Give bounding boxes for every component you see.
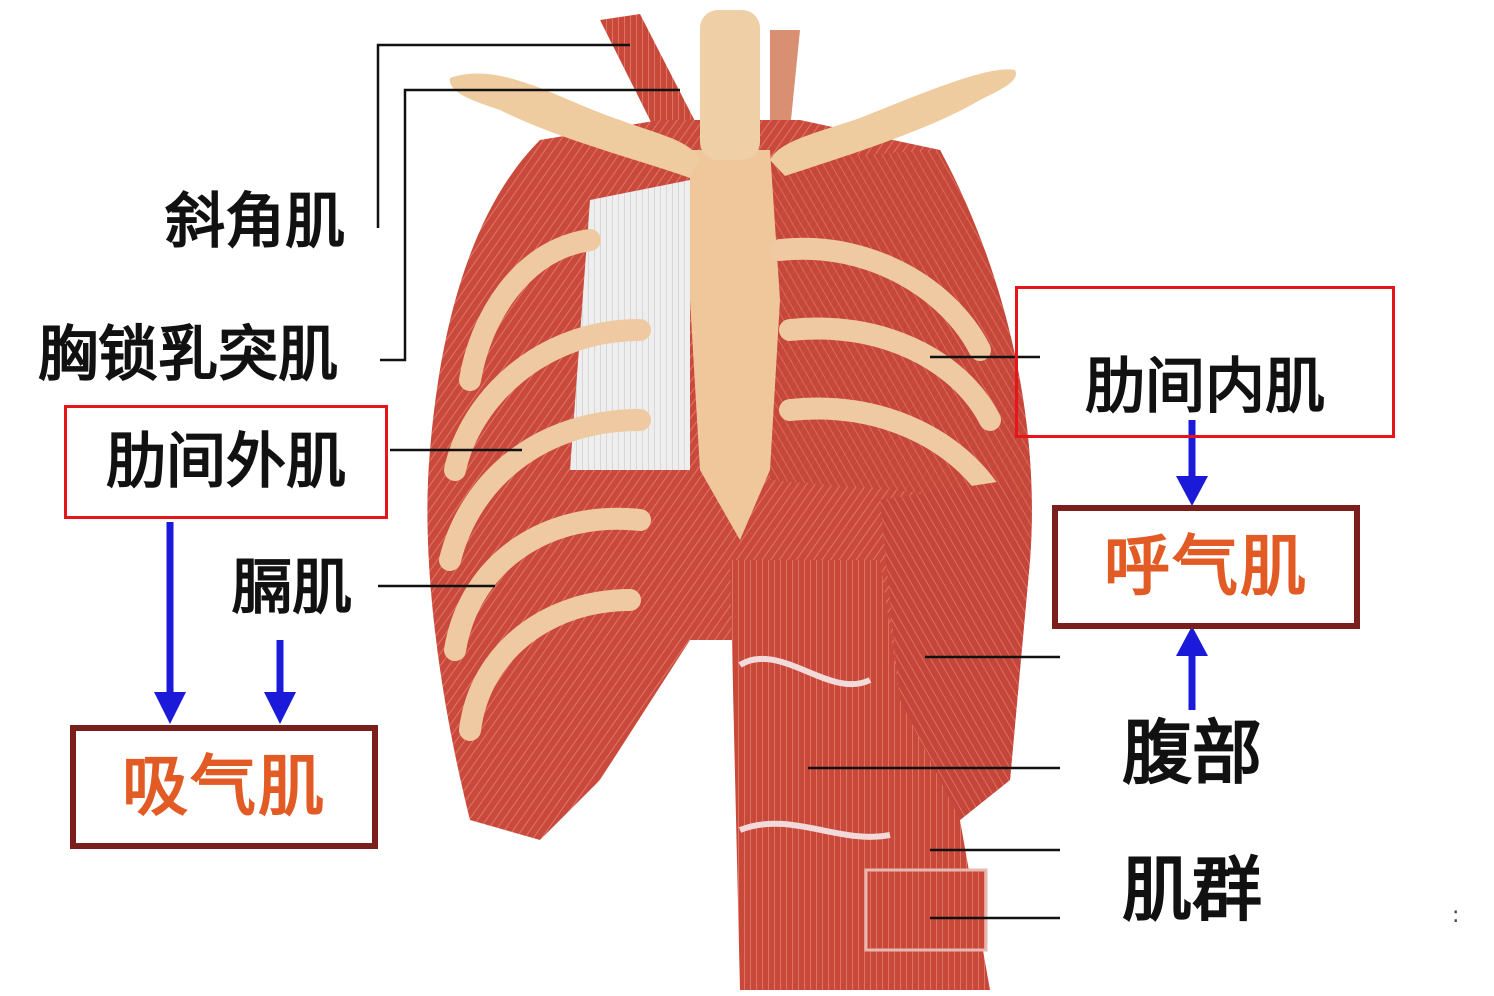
category-box-inspiratory: 吸气肌 [70, 725, 378, 849]
label-internal-intercostal: 肋间内肌 [1085, 352, 1325, 422]
corner-mark: : [1452, 903, 1460, 928]
leader-line-sternocleidomastoid [380, 88, 680, 362]
label-sternocleidomastoid: 胸锁乳突肌 [38, 320, 338, 390]
leader-lines [376, 43, 1060, 920]
category-inspiratory: 吸气肌 [122, 748, 326, 825]
label-scalene: 斜角肌 [165, 187, 345, 257]
up-arrow-icon [1176, 626, 1208, 710]
category-box-expiratory: 呼气肌 [1052, 505, 1360, 629]
label-external-intercostal: 肋间外肌 [106, 427, 346, 497]
label-abdominal-line2: 肌群 [1122, 849, 1262, 931]
highlight-box-internal-intercostal: 肋间内肌 [1015, 286, 1395, 438]
down-arrow-icon [264, 640, 296, 724]
down-arrow-icon [154, 522, 186, 724]
leader-line-scalene [376, 43, 630, 228]
down-arrow-icon [1176, 420, 1208, 506]
label-abdominal-line1: 腹部 [1122, 712, 1262, 794]
label-diaphragm: 膈肌 [232, 553, 352, 623]
category-expiratory: 呼气肌 [1104, 528, 1308, 605]
torso-muscles [427, 10, 1032, 990]
highlight-box-external-intercostal: 肋间外肌 [64, 405, 388, 519]
arrows [154, 420, 1208, 724]
